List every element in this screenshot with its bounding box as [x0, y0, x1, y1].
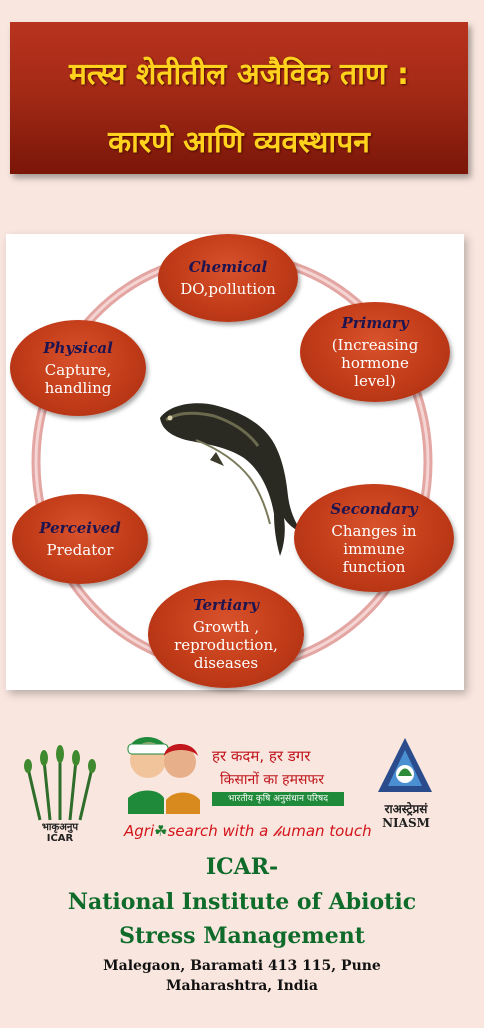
- tagline: Agri☘search with a 𝒽uman touch: [124, 822, 372, 840]
- slogan-hindi-1: हर कदम, हर डगर: [212, 747, 311, 765]
- title-banner: मत्स्य शेतीतील अजैविक ताण : कारणे आणि व्…: [10, 22, 468, 174]
- node-physical-title: Physical: [43, 339, 113, 357]
- leaf-icon: ☘: [154, 822, 168, 840]
- icar-caption: भाकृअनुप ICAR: [20, 822, 100, 844]
- institute-line-3: Stress Management: [119, 923, 365, 949]
- institute-line-2: National Institute of Abiotic: [67, 889, 417, 915]
- node-physical-desc: Capture, handling: [44, 361, 112, 397]
- icar-caption-english: ICAR: [46, 833, 74, 844]
- node-secondary: Secondary Changes in immune function: [294, 484, 454, 592]
- node-primary-title: Primary: [341, 314, 409, 332]
- node-tertiary-title: Tertiary: [193, 596, 259, 614]
- address-line-1: Malegaon, Baramati 413 115, Pune: [103, 958, 381, 974]
- node-secondary-title: Secondary: [330, 500, 418, 518]
- icar-logo: [24, 745, 96, 821]
- fish-image: [160, 403, 302, 556]
- slogan-hindi-2: किसानों का हमसफर: [220, 772, 324, 788]
- node-chemical: Chemical DO,pollution: [158, 234, 298, 322]
- tagline-touch: uman touch: [281, 822, 372, 840]
- farmers-emblem: [127, 737, 200, 814]
- human-glyph-icon: 𝒽: [273, 822, 282, 840]
- icar-caption-hindi: भाकृअनुप: [41, 822, 79, 833]
- node-chemical-desc: DO,pollution: [180, 280, 276, 298]
- node-tertiary-desc: Growth , reproduction, diseases: [174, 618, 278, 672]
- node-secondary-desc: Changes in immune function: [331, 522, 417, 576]
- niasm-hindi: राअस्ट्रेप्रसं: [384, 802, 428, 816]
- node-primary: Primary (Increasing hormone level): [300, 302, 450, 402]
- stress-cycle-diagram: Chemical DO,pollution Primary (Increasin…: [6, 234, 464, 690]
- logo-strip: भाकृअनुप ICAR हर कदम, हर डगर किसानों का …: [0, 734, 484, 846]
- institute-line-1: ICAR-: [205, 854, 279, 880]
- node-primary-desc: (Increasing hormone level): [331, 336, 419, 390]
- node-chemical-title: Chemical: [188, 258, 268, 276]
- title-line-1: मत्स्य शेतीतील अजैविक ताण :: [68, 57, 410, 92]
- node-tertiary: Tertiary Growth , reproduction, diseases: [148, 580, 304, 688]
- council-band: भारतीय कृषि अनुसंधान परिषद: [212, 792, 344, 806]
- niasm-abbreviation: NIASM: [382, 816, 430, 830]
- node-perceived-desc: Predator: [46, 541, 114, 559]
- node-perceived-title: Perceived: [39, 519, 121, 537]
- node-physical: Physical Capture, handling: [10, 320, 146, 416]
- title-line-2: कारणे आणि व्यवस्थापन: [108, 125, 370, 160]
- node-perceived: Perceived Predator: [12, 494, 148, 584]
- tagline-agri: Agri: [124, 822, 155, 840]
- tagline-search: search with a: [167, 822, 274, 840]
- address-line-2: Maharashtra, India: [166, 978, 318, 994]
- niasm-logo: [378, 738, 432, 792]
